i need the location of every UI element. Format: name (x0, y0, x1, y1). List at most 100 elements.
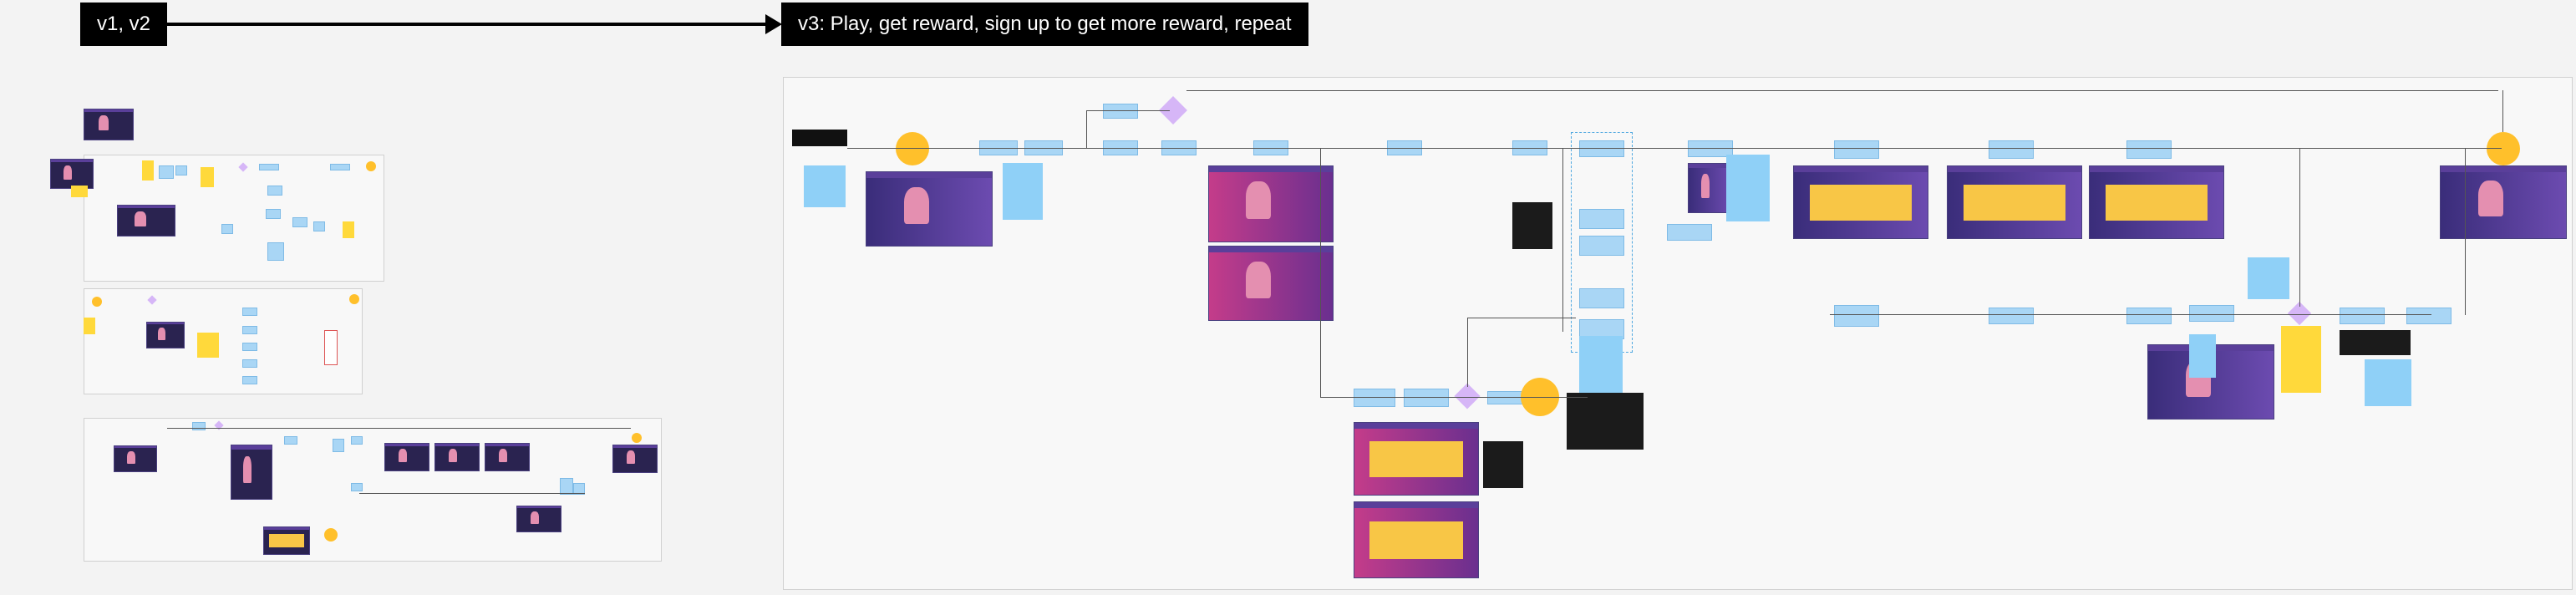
flow-terminal (366, 161, 376, 171)
connector (1467, 318, 1468, 387)
v2-screenshot (263, 526, 310, 555)
flow-node (351, 436, 363, 445)
v2-screenshot (485, 443, 530, 471)
flow-node (313, 221, 325, 231)
flow-node (1667, 224, 1712, 241)
flow-node (330, 164, 350, 170)
flow-node (1103, 104, 1138, 119)
flow-node (2126, 308, 2172, 324)
game-screenshot (1208, 165, 1334, 242)
flow-node (159, 165, 174, 179)
flow-node (2126, 140, 2172, 159)
v1-screenshot (146, 322, 185, 348)
sticky-note (1003, 163, 1043, 220)
arrow-right-icon (765, 14, 782, 34)
flow-node (267, 242, 284, 261)
sticky-note (324, 330, 338, 365)
connector (1830, 314, 2431, 315)
connector (1320, 397, 1588, 398)
connector (167, 428, 631, 429)
code-preview (1567, 393, 1644, 450)
flow-node (242, 326, 257, 334)
reward-screenshot (1354, 501, 1479, 578)
flow-terminal (324, 528, 338, 542)
version-arrow-line (164, 23, 765, 26)
flow-node (292, 217, 307, 227)
sticky-note (201, 167, 214, 187)
reward-screenshot (2089, 165, 2224, 239)
v2-screenshot (434, 443, 480, 471)
start-terminal (896, 132, 929, 165)
connector (1086, 110, 1170, 111)
flow-node (1579, 209, 1624, 229)
flow-node (266, 209, 281, 219)
sticky-note (343, 221, 354, 238)
sticky-note (197, 333, 219, 358)
connector (2299, 148, 2300, 307)
flow-node (2406, 308, 2452, 324)
flow-terminal (92, 297, 102, 307)
modal-preview (2340, 330, 2411, 355)
flow-terminal (632, 433, 642, 443)
game-screenshot (1688, 163, 1731, 213)
game-screenshot (1208, 246, 1334, 321)
flow-node (242, 359, 257, 368)
connector (2465, 148, 2466, 315)
flow-node (242, 343, 257, 351)
sticky-note (2281, 326, 2321, 393)
v2-screenshot (516, 506, 561, 532)
flow-node (267, 186, 282, 196)
signup-modal-preview (1483, 441, 1523, 488)
v3-label: v3: Play, get reward, sign up to get mor… (781, 3, 1308, 46)
flow-node (1989, 140, 2034, 159)
flow-node (1354, 389, 1395, 407)
flow-node (242, 308, 257, 316)
flow-node (284, 436, 297, 445)
flow-node (351, 483, 363, 491)
reward-screenshot (1354, 422, 1479, 496)
sticky-note (1726, 155, 1770, 221)
sticky-note (1579, 336, 1623, 394)
flow-node (1579, 288, 1624, 308)
reward-screenshot (1947, 165, 2082, 239)
sticky-note (2365, 359, 2411, 406)
connector (2502, 90, 2503, 132)
flow-terminal (349, 294, 359, 304)
reward-screenshot (1793, 165, 1928, 239)
sticky-note (804, 165, 846, 207)
flow-node (1404, 389, 1449, 407)
signup-modal-preview (1512, 202, 1552, 249)
connector (1562, 148, 1563, 332)
sticky-note (2248, 257, 2289, 299)
start-preview (792, 130, 847, 146)
flow-node (1834, 140, 1879, 159)
sticky-note (84, 318, 95, 334)
v1-v2-label: v1, v2 (80, 3, 167, 46)
flow-node (1834, 305, 1879, 327)
sticky-note (71, 186, 88, 197)
flow-node (1579, 140, 1624, 157)
flow-node (333, 439, 344, 452)
v2-screenshot (384, 443, 429, 471)
v1-flow-frame-middle (84, 288, 363, 394)
connector (1320, 148, 1321, 397)
flow-node (175, 165, 187, 175)
connector (1086, 110, 1087, 148)
game-screenshot (866, 171, 993, 247)
sticky-note (142, 160, 154, 181)
v2-screenshot (114, 445, 157, 472)
flow-node (242, 376, 257, 384)
v1-screenshot (50, 159, 94, 189)
v2-screenshot (612, 445, 658, 473)
flow-node (2189, 305, 2234, 322)
flow-node (2340, 308, 2385, 324)
sticky-note (2189, 334, 2216, 378)
flow-node (1989, 308, 2034, 324)
v1-screenshot (84, 109, 134, 140)
flow-node (192, 422, 206, 430)
connector (1623, 148, 1689, 149)
flow-node (560, 478, 573, 495)
v1-screenshot (117, 205, 175, 236)
flow-node (259, 164, 279, 170)
v2-screenshot (231, 445, 272, 500)
